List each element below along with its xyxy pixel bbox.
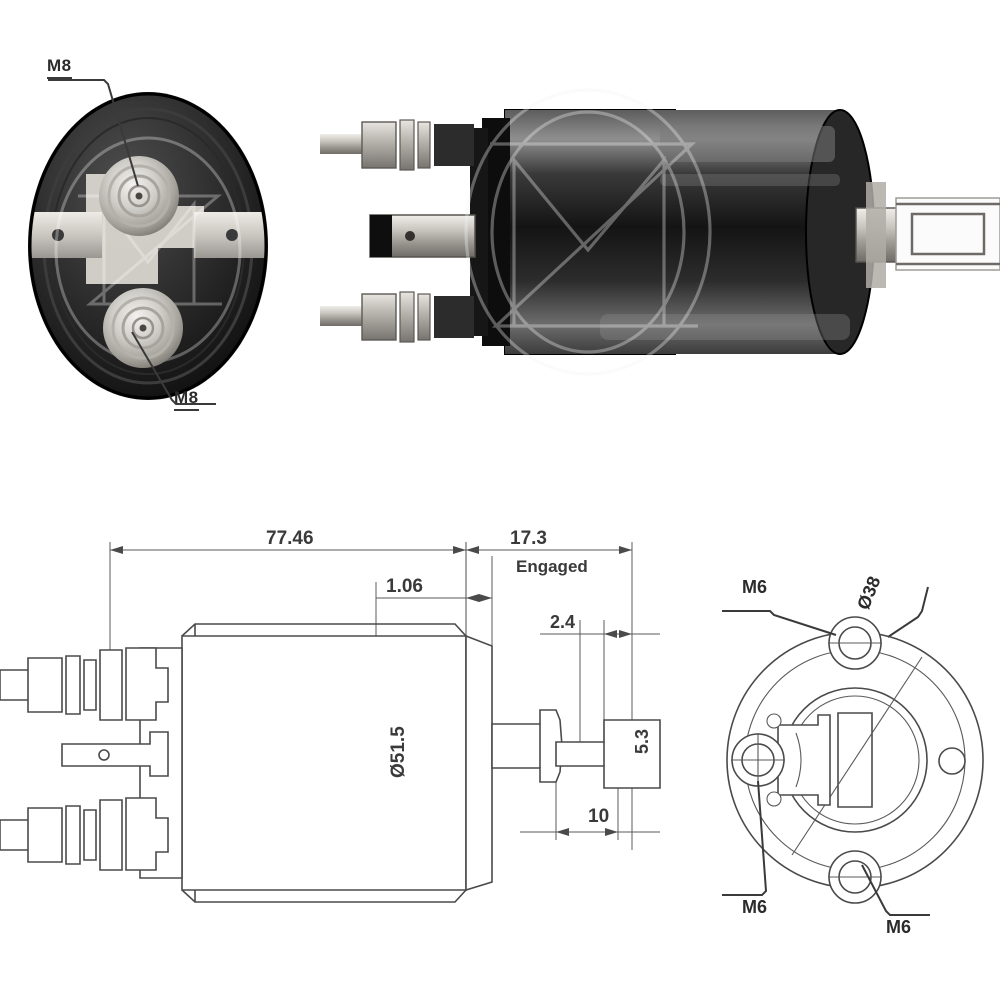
m8-upper-text: M8 [47,56,72,79]
solenoid-mounting-flange-face-drawing: M6 Ø38 M6 M6 [722,573,984,937]
dim-body-length: 77.46 [266,528,314,549]
m8-lower-text: M8 [174,388,199,411]
dim-blade-length: 10 [588,806,609,827]
callout-m8-upper-leader [48,79,139,187]
callout-m8-lower-leader [131,331,216,405]
solenoid-front-face-photo [8,78,288,408]
callout-m8-upper-label: M8 [47,56,72,79]
solenoid-side-profile-photo [300,82,1000,382]
dim-plunger-travel: 17.3 [510,528,547,549]
callout-m6-top-left: M6 [742,577,767,597]
dim-flange-gap: 1.06 [386,576,423,597]
dim-blade-thickness: 2.4 [550,612,575,632]
solenoid-side-section-drawing: 77.46 17.3 Engaged 1.06 2.4 10 5.3 Ø51.5 [0,528,661,903]
callout-m6-bottom-left: M6 [742,897,767,917]
zm-watermark-overlay [464,88,712,376]
callout-m6-bottom-right: M6 [886,917,911,937]
callout-m8-lower-label: M8 [174,388,199,411]
dim-engaged-note: Engaged [516,557,588,576]
dim-body-diameter: Ø51.5 [388,726,409,778]
dim-blade-height: 5.3 [632,729,652,754]
callout-diameter-38: Ø38 [853,573,884,612]
